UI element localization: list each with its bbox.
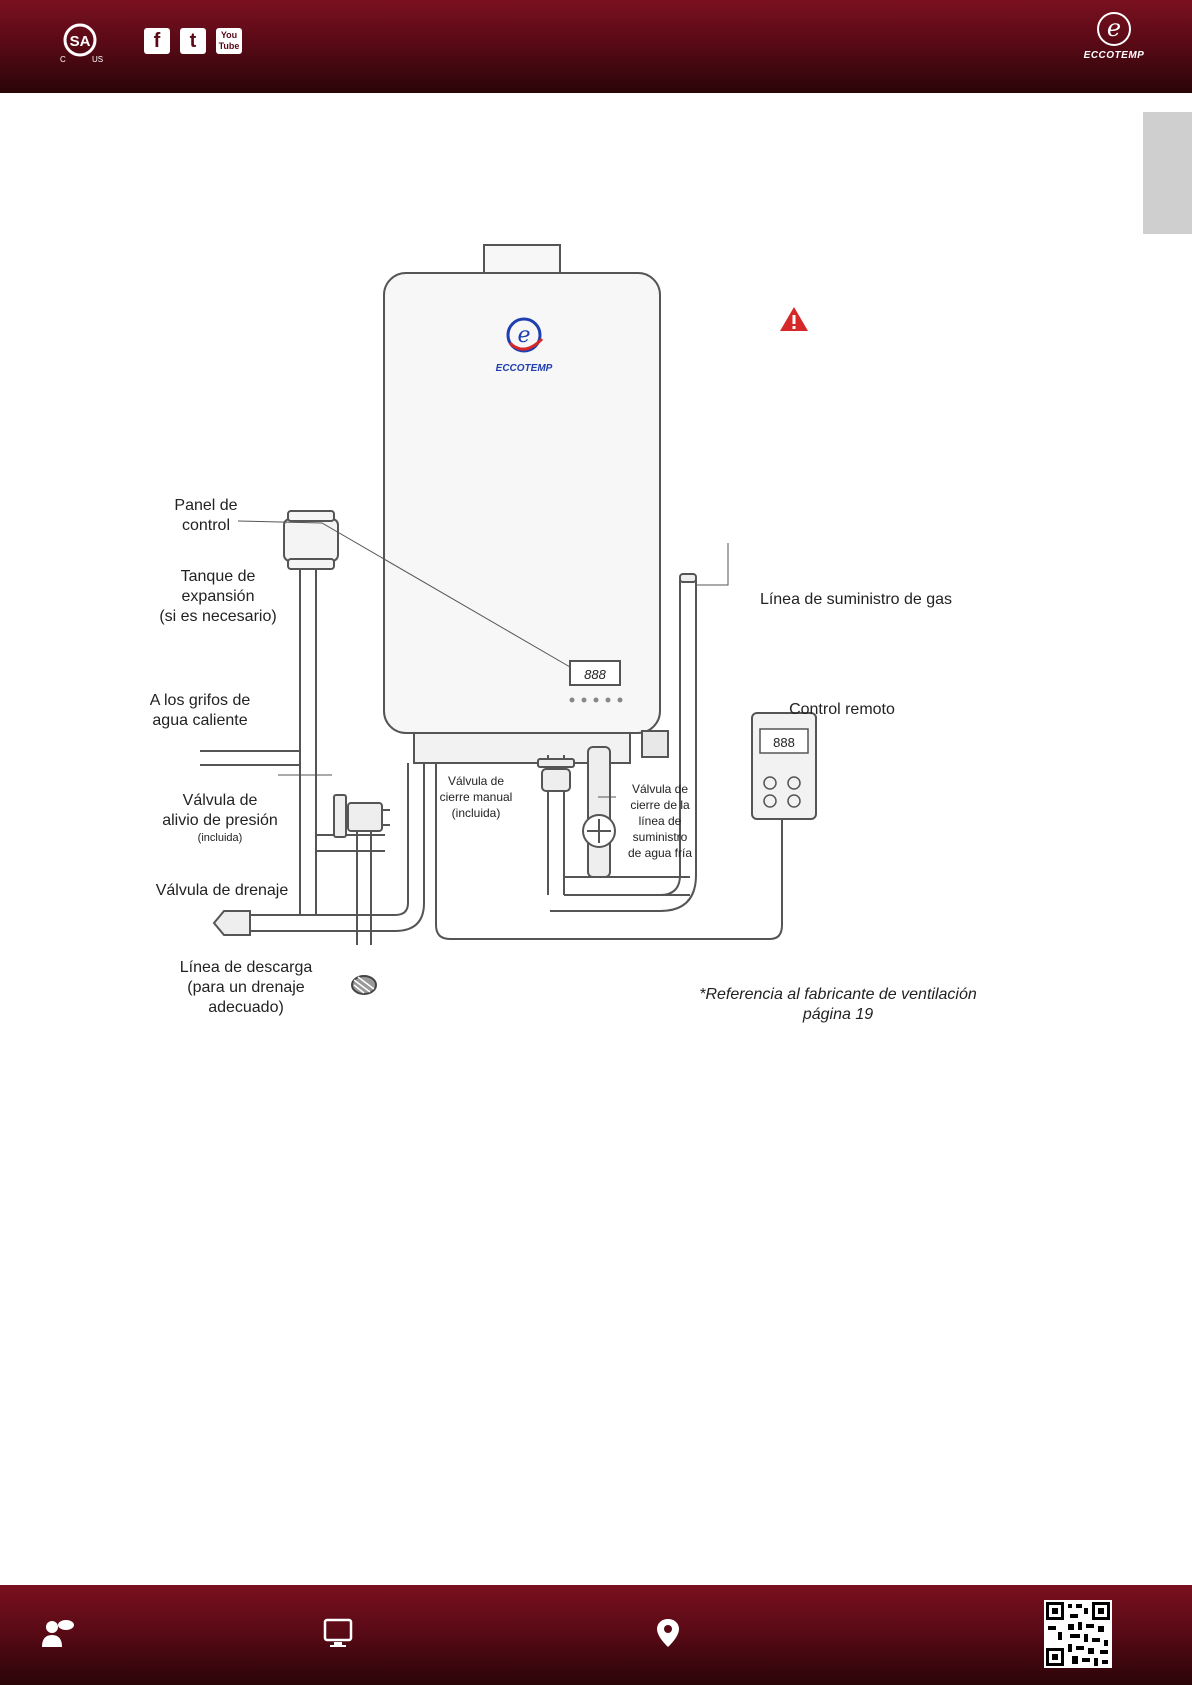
- label-manual-3: (incluida): [452, 806, 501, 820]
- vent-collar: [483, 244, 561, 274]
- label-vent-ref-2: página 19: [802, 1006, 873, 1023]
- cold-shutoff-valve: [582, 746, 616, 878]
- manual-shutoff-valve: [537, 758, 575, 792]
- csa-certification-icon: SA C US: [60, 23, 103, 64]
- label-manual-1: Válvula de: [448, 774, 504, 788]
- floor-drain-icon: [351, 975, 377, 995]
- installation-diagram: 888 e ECCOTEMP: [150, 244, 977, 1023]
- youtube-glyph: You Tube: [218, 30, 240, 51]
- side-tab: [1143, 112, 1192, 234]
- label-drain: Válvula de drenaje: [156, 882, 289, 899]
- label-tank-2: expansión: [182, 588, 255, 605]
- label-cold-5: de agua fría: [628, 846, 692, 860]
- label-manual-2: cierre manual: [440, 790, 513, 804]
- heater-display: [569, 660, 621, 686]
- remote-digits: 888: [773, 735, 795, 750]
- computer-monitor-icon: [323, 1618, 353, 1647]
- youtube-icon[interactable]: You Tube: [216, 28, 242, 54]
- panel-buttons: [569, 697, 623, 703]
- label-gas: Línea de suministro de gas: [760, 591, 952, 608]
- heater-brand: ECCOTEMP: [496, 363, 553, 374]
- twitter-glyph: t: [189, 30, 197, 52]
- label-cold-2: cierre de la: [630, 798, 690, 812]
- warning-icon: [780, 307, 808, 331]
- remote-cable: [435, 763, 783, 940]
- pressure-relief-valve: [333, 794, 383, 945]
- label-discharge-3: adecuado): [208, 999, 284, 1016]
- label-discharge-2: (para un drenaje: [187, 979, 305, 996]
- label-relief-2: alivio de presión: [162, 812, 278, 829]
- heater-logo: e ECCOTEMP: [496, 317, 553, 374]
- label-hot-2: agua caliente: [152, 712, 247, 729]
- location-pin-icon: [657, 1619, 679, 1647]
- eccotemp-logo: e ECCOTEMP: [1074, 12, 1154, 74]
- label-remote: Control remoto: [789, 701, 895, 718]
- label-cold-1: Válvula de: [632, 782, 688, 796]
- label-relief-3: (incluida): [198, 832, 243, 844]
- logo-e-icon: e: [1097, 12, 1131, 46]
- facebook-icon[interactable]: f: [144, 28, 170, 54]
- display-digits: 888: [584, 667, 606, 682]
- page-header: SA C US f t You Tube e ECCOTEMP: [0, 0, 1192, 93]
- phone-support-icon: [42, 1620, 74, 1647]
- label-cold-3: línea de: [639, 814, 682, 828]
- label-vent-ref-1: *Referencia al fabricante de ventilación: [699, 986, 977, 1003]
- gas-supply-line: [550, 573, 697, 912]
- csa-mark-text: SA: [70, 33, 91, 50]
- label-tank-3: (si es necesario): [159, 608, 276, 625]
- label-panel-2: control: [182, 517, 230, 534]
- label-tank-1: Tanque de: [181, 568, 256, 585]
- label-discharge-1: Línea de descarga: [180, 959, 313, 976]
- drain-valve: [212, 910, 251, 936]
- remote-control: [751, 712, 817, 820]
- expansion-tank: [283, 510, 339, 570]
- heater-logo-e: e: [517, 323, 530, 348]
- csa-c-text: C: [60, 55, 66, 64]
- label-panel-1: Panel de: [174, 497, 237, 514]
- label-relief-1: Válvula de: [183, 792, 258, 809]
- page-footer: [0, 1585, 1192, 1685]
- leader-lines: [237, 520, 729, 798]
- qr-code-icon[interactable]: [1044, 1600, 1112, 1668]
- csa-us-text: US: [92, 55, 103, 64]
- label-hot-1: A los grifos de: [150, 692, 250, 709]
- twitter-icon[interactable]: t: [180, 28, 206, 54]
- facebook-glyph: f: [153, 30, 161, 52]
- logo-text: ECCOTEMP: [1083, 50, 1145, 61]
- label-cold-4: suministro: [633, 830, 688, 844]
